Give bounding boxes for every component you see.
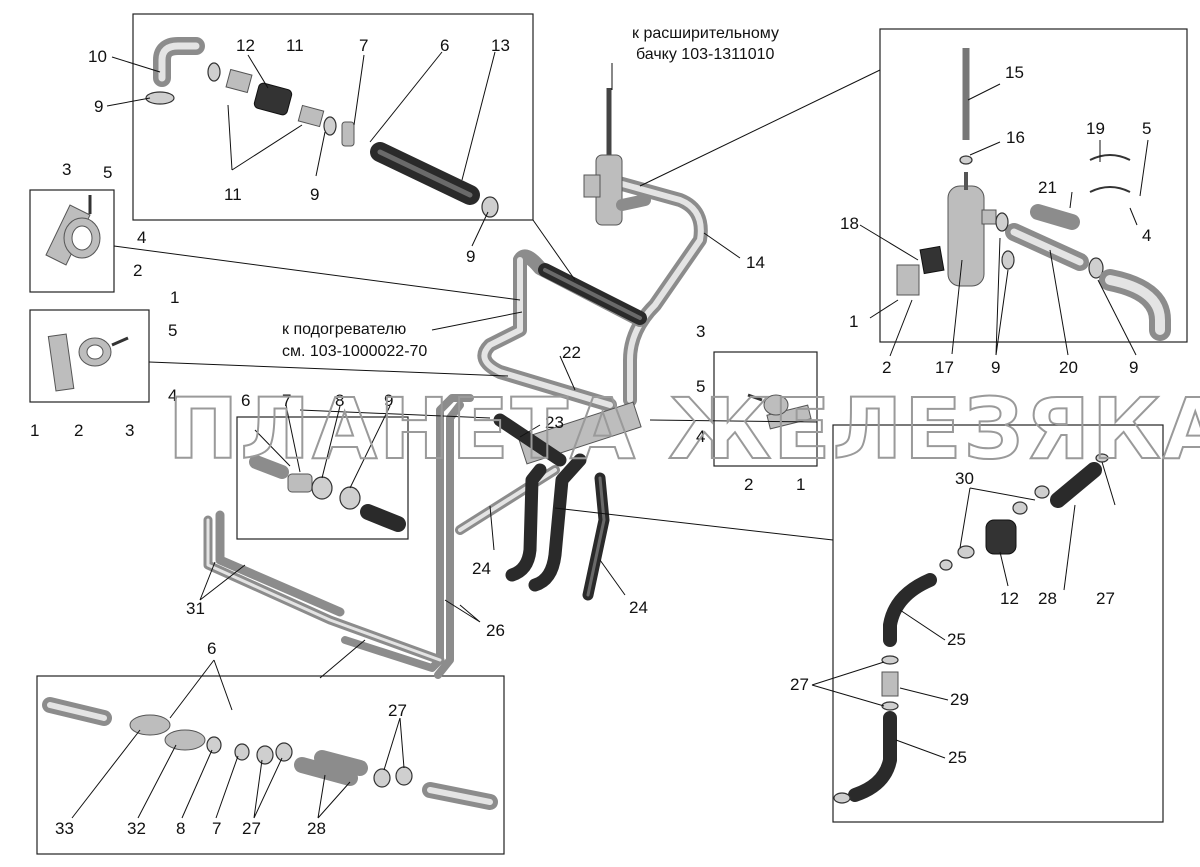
part-label: 24 (629, 598, 648, 617)
detail-box-bottom-right (832, 424, 1164, 823)
part-label: 21 (1038, 178, 1057, 197)
part-label: 5 (696, 377, 705, 396)
part-label: 31 (186, 599, 205, 618)
part-label: 30 (955, 469, 974, 488)
part-label: 2 (133, 261, 142, 280)
part-label: 6 (241, 391, 250, 410)
part-label: 2 (744, 475, 753, 494)
part-label: 6 (207, 639, 216, 658)
detail-box-left-1 (29, 189, 115, 293)
part-label: 9 (1129, 358, 1138, 377)
part-label: 3 (125, 421, 134, 440)
bottom-right-detail-parts (833, 453, 1109, 804)
part-label: 3 (696, 322, 705, 341)
part-label: 29 (950, 690, 969, 709)
part-label: 12 (236, 36, 255, 55)
part-label: 2 (74, 421, 83, 440)
watermark-text: ПЛАНЕТА ЖЕЛЕЗЯКА (168, 380, 1200, 478)
part-label: 7 (359, 36, 368, 55)
detail-box-left-2 (29, 309, 150, 403)
part-label: 19 (1086, 119, 1105, 138)
part-label: 3 (62, 160, 71, 179)
top-left-detail-parts (145, 37, 499, 218)
main-pipe-assembly (203, 175, 708, 679)
part-label: 25 (948, 748, 967, 767)
expansion-tank-connector (583, 88, 651, 226)
part-label: 7 (282, 391, 291, 410)
right-small-detail-parts (747, 393, 812, 430)
part-label: 6 (440, 36, 449, 55)
top-right-detail-parts (896, 48, 1171, 341)
detail-box-top-right (879, 28, 1188, 343)
part-label: 11 (224, 185, 242, 204)
part-label: 18 (840, 214, 859, 233)
part-label: 25 (947, 630, 966, 649)
part-number-labels: 10 12 11 7 6 13 9 11 9 9 3 5 4 2 1 5 4 1… (30, 36, 1151, 838)
part-label: 24 (472, 559, 491, 578)
part-label: 27 (1096, 589, 1115, 608)
part-label: 33 (55, 819, 74, 838)
part-label: 4 (1142, 226, 1151, 245)
part-label: 5 (1142, 119, 1151, 138)
part-label: 9 (384, 391, 393, 410)
part-label: 4 (137, 228, 146, 247)
part-label: 27 (388, 701, 407, 720)
part-label: 4 (696, 427, 705, 446)
heater-note-line1: к подогревателю (282, 321, 406, 338)
leader-lines (71, 51, 1149, 819)
left-bracket-parts (45, 195, 129, 392)
part-label: 11 (286, 36, 304, 55)
part-label: 1 (849, 312, 858, 331)
middle-detail-parts (249, 455, 406, 532)
part-label: 32 (127, 819, 146, 838)
part-label: 1 (170, 288, 179, 307)
part-label: 15 (1005, 63, 1024, 82)
part-label: 10 (88, 47, 107, 66)
part-label: 9 (310, 185, 319, 204)
detail-box-bottom-left (36, 675, 505, 855)
expansion-tank-note-line2: бачку 103-1311010 (636, 46, 775, 63)
detail-box-middle (236, 416, 409, 540)
part-label: 28 (307, 819, 326, 838)
part-label: 16 (1006, 128, 1025, 147)
part-label: 5 (103, 163, 112, 182)
part-label: 23 (545, 413, 564, 432)
part-label: 9 (466, 247, 475, 266)
part-label: 8 (176, 819, 185, 838)
detail-box-top-left (132, 13, 534, 221)
part-label: 22 (562, 343, 581, 362)
part-label: 12 (1000, 589, 1019, 608)
part-label: 9 (991, 358, 1000, 377)
part-label: 27 (242, 819, 261, 838)
part-label: 28 (1038, 589, 1057, 608)
part-label: 26 (486, 621, 505, 640)
part-label: 1 (30, 421, 39, 440)
expansion-tank-note-line1: к расширительному (632, 25, 779, 42)
part-label: 5 (168, 321, 177, 340)
detail-box-right-small (713, 351, 818, 467)
part-label: 27 (790, 675, 809, 694)
bottom-left-detail-parts (42, 697, 498, 810)
part-label: 9 (94, 97, 103, 116)
part-label: 8 (335, 391, 344, 410)
part-label: 20 (1059, 358, 1078, 377)
part-label: 17 (935, 358, 954, 377)
heater-note-line2: см. 103-1000022-70 (282, 343, 427, 360)
main-hose-assembly (493, 263, 647, 601)
part-label: 13 (491, 36, 510, 55)
part-label: 1 (796, 475, 805, 494)
part-label: 7 (212, 819, 221, 838)
part-label: 14 (746, 253, 765, 272)
part-label: 2 (882, 358, 891, 377)
part-label: 4 (168, 386, 177, 405)
